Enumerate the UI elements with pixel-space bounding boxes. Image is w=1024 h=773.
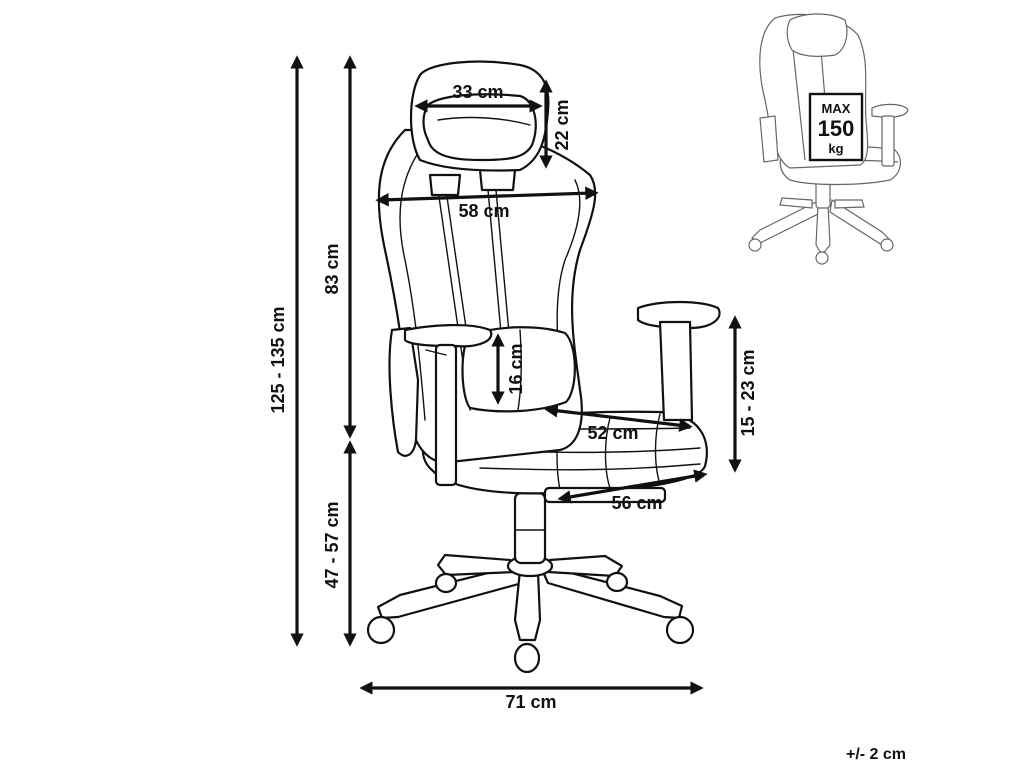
seat-depth-label: 52 cm: [587, 423, 638, 443]
weight-badge-line2: 150: [818, 116, 855, 141]
armrest-height-label: 15 - 23 cm: [738, 349, 758, 436]
seat-width-arrow: [557, 469, 708, 504]
dimension-labels: 125 - 135 cm 83 cm 47 - 57 cm 33 cm 22 c…: [268, 82, 758, 712]
weight-badge: [808, 92, 864, 162]
dimension-arrows: [290, 55, 742, 695]
chair-base: [366, 553, 695, 674]
right-armrest: [636, 300, 721, 422]
weight-badge-line3: kg: [828, 141, 843, 156]
headrest-height-label: 22 cm: [552, 99, 572, 150]
backrest-width-label: 58 cm: [458, 201, 509, 221]
backrest-width-arrow: [375, 186, 599, 207]
thumbnail-chair: MAX 150 kg: [748, 13, 909, 265]
chair-outline: [366, 60, 721, 674]
seat-depth-arrow: [544, 404, 693, 432]
gas-lift: [513, 491, 547, 565]
seat-height-label: 47 - 57 cm: [322, 501, 342, 588]
left-armrest: [388, 324, 493, 487]
lumbar-pillow: [461, 326, 576, 413]
seat-width-label: 56 cm: [611, 493, 662, 513]
tolerance-note: +/- 2 cm: [845, 746, 906, 763]
base-width-label: 71 cm: [505, 692, 556, 712]
weight-badge-line1: MAX: [822, 101, 851, 116]
lumbar-height-label: 16 cm: [506, 343, 526, 394]
backrest-height-label: 83 cm: [322, 243, 342, 294]
headrest-width-label: 33 cm: [452, 82, 503, 102]
total-height-label: 125 - 135 cm: [268, 306, 288, 413]
headrest: [409, 60, 550, 172]
